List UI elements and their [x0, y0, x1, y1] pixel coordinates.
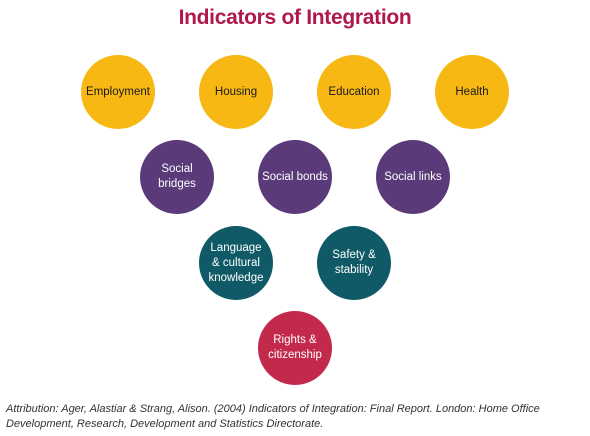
diagram-title: Indicators of Integration	[178, 6, 412, 29]
indicator-employment: Employment	[81, 55, 155, 129]
indicator-language-cultural-knowledge: Language & cultural knowledge	[199, 226, 273, 300]
indicator-education: Education	[317, 55, 391, 129]
indicator-social-links: Social links	[376, 140, 450, 214]
indicator-rights-citizenship: Rights & citizenship	[258, 311, 332, 385]
attribution-text: Attribution: Ager, Alastiar & Strang, Al…	[6, 403, 540, 430]
indicator-housing: Housing	[199, 55, 273, 129]
indicator-health: Health	[435, 55, 509, 129]
indicator-social-bonds: Social bonds	[258, 140, 332, 214]
integration-diagram: Indicators of Integration Employment Hous…	[81, 6, 509, 385]
indicator-safety-stability: Safety & stability	[317, 226, 391, 300]
indicator-social-bridges: Social bridges	[140, 140, 214, 214]
